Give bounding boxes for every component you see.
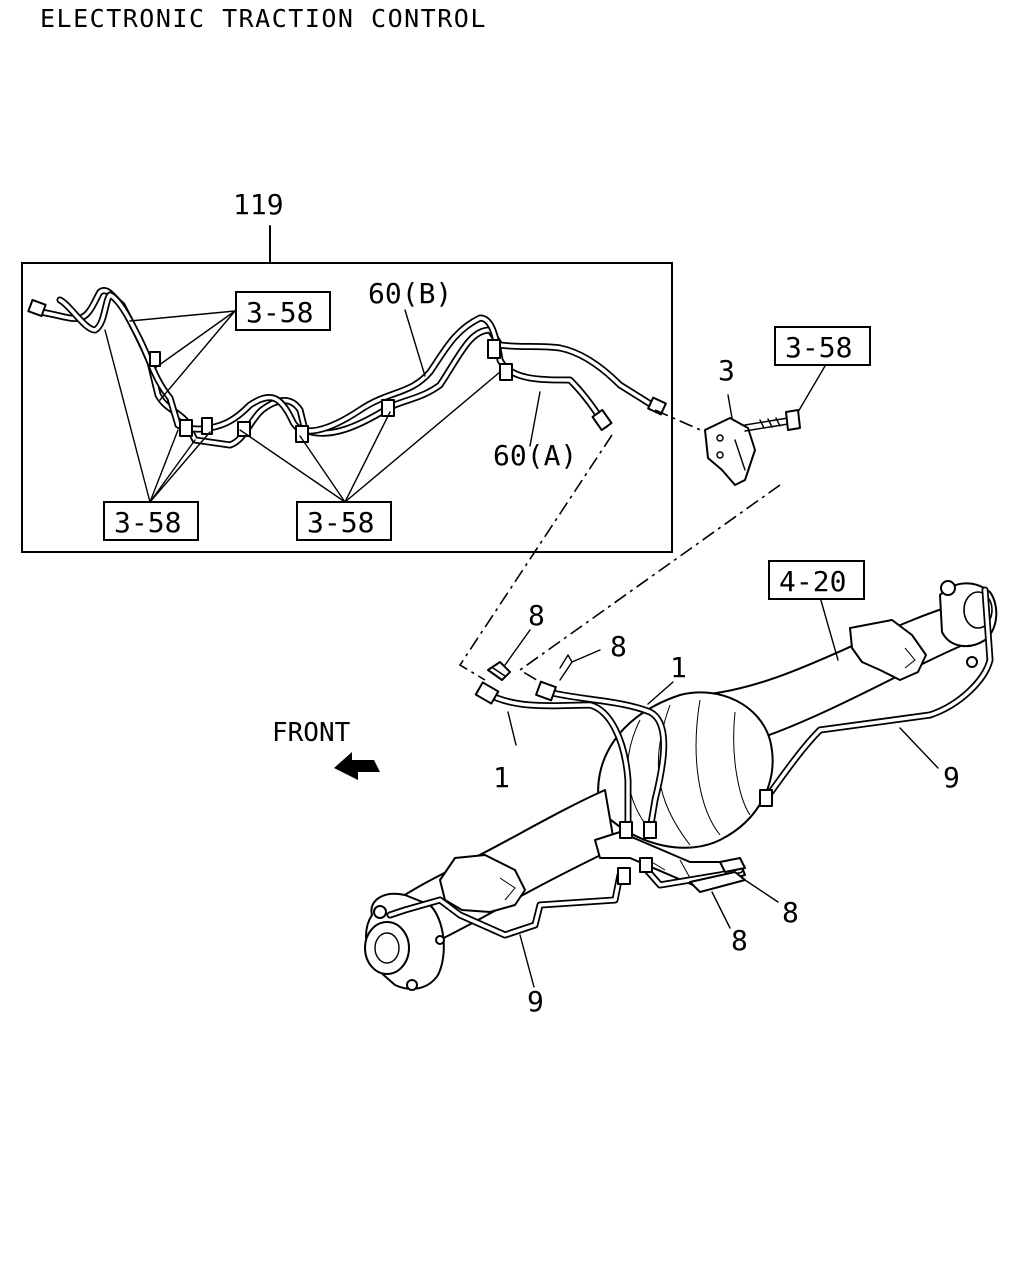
- axle-ref-label: 4-20: [779, 565, 846, 598]
- assembly-119-group: 119: [21, 188, 673, 553]
- clip-ref-bottom-left-label: 3-58: [114, 506, 181, 539]
- bracket-number-label: 3: [718, 354, 735, 387]
- front-arrow-icon: [334, 752, 380, 780]
- bracket-3: 3: [704, 354, 756, 486]
- hose-right-label: 1: [670, 651, 687, 684]
- clip-a-label: 8: [528, 599, 545, 632]
- clip-d-label: 8: [731, 924, 748, 957]
- assembly-number-label: 119: [233, 188, 284, 221]
- pipe-a-label: 60(A): [493, 439, 577, 472]
- bolt-ref-label: 3-58: [785, 331, 852, 364]
- rear-axle-housing: [364, 580, 998, 991]
- page-title: ELECTRONIC TRACTION CONTROL: [40, 4, 487, 33]
- flex-hoses: [474, 680, 674, 839]
- bracket-bolt: [744, 365, 826, 432]
- pipe-left-label: 9: [527, 985, 544, 1018]
- pipe-right-label: 9: [943, 761, 960, 794]
- brake-pipe-assembly: [27, 287, 667, 449]
- clip-b-label: 8: [610, 630, 627, 663]
- clip-ref-top-label: 3-58: [246, 296, 313, 329]
- clip-ref-bottom-mid-label: 3-58: [307, 506, 374, 539]
- pipe-b-label: 60(B): [368, 277, 452, 310]
- pipe-clips: [487, 629, 779, 929]
- clip-c-label: 8: [782, 896, 799, 929]
- callout-leaders: [104, 309, 541, 503]
- connection-phantom-lines: [458, 409, 781, 683]
- hose-left-label: 1: [493, 761, 510, 794]
- front-label: FRONT: [272, 718, 351, 748]
